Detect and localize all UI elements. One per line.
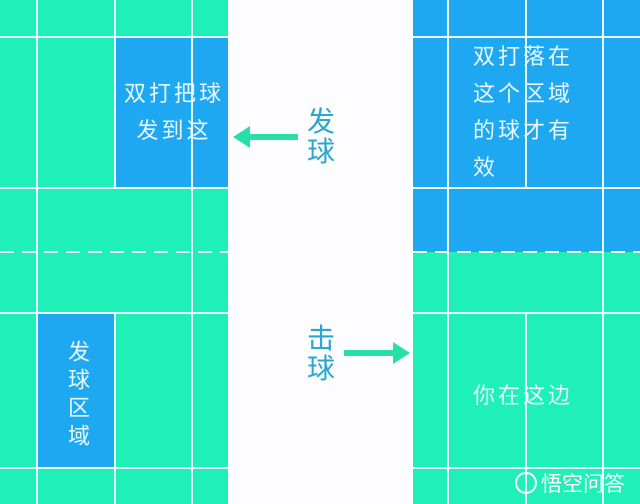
- court-line: [413, 36, 640, 38]
- watermark-logo-icon: [515, 472, 537, 494]
- court-line: [114, 313, 116, 504]
- hit-label: 击 球: [306, 322, 335, 385]
- court-line: [0, 467, 228, 469]
- serve-zone: [38, 314, 115, 467]
- arrow-left-head-icon: [233, 126, 250, 148]
- court-line: [413, 467, 640, 469]
- valid-zone-text: 双打落在 这个区域 的球才有 效: [473, 45, 574, 181]
- left-court: 双打把球 发到这 发球区域: [0, 0, 228, 504]
- doubles-serve-target-zone: [116, 38, 228, 188]
- arrow-left-icon: [248, 134, 298, 140]
- court-line: [0, 36, 228, 38]
- watermark: 悟空问答: [515, 468, 625, 498]
- court-line: [525, 0, 527, 188]
- court-line: [0, 312, 228, 314]
- court-line: [0, 187, 228, 189]
- court-line: [413, 187, 640, 189]
- net-line: [0, 251, 228, 253]
- court-line: [413, 312, 640, 314]
- right-court: 双打落在 这个区域 的球才有 效 你在这边: [413, 0, 640, 504]
- court-line: [114, 0, 116, 188]
- target-zone-text: 双打把球 发到这: [123, 82, 224, 144]
- your-side-text: 你在这边: [473, 384, 574, 409]
- arrow-right-head-icon: [393, 342, 410, 364]
- net-line: [413, 251, 640, 253]
- serve-zone-text: 发球区域: [64, 340, 89, 452]
- arrow-right-icon: [344, 350, 394, 356]
- court-line: [525, 313, 527, 504]
- serve-label: 发 球: [306, 105, 335, 168]
